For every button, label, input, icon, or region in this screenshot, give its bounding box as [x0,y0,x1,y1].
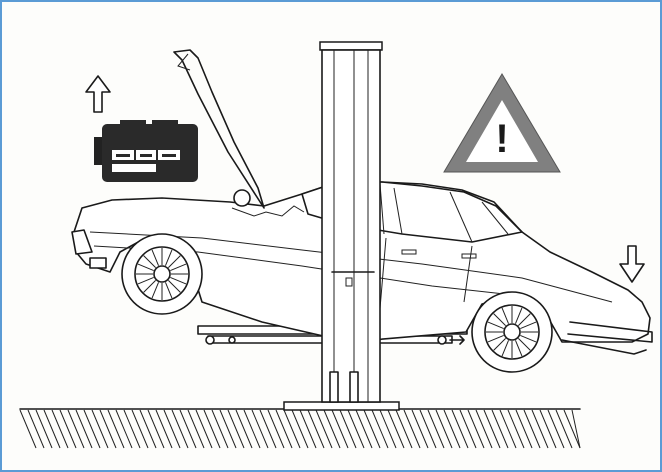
front-wheel [122,234,202,314]
down-arrow-icon [620,246,644,282]
up-arrow-icon [86,76,110,112]
rear-wheel [472,292,552,372]
warning-symbol: ! [495,117,508,161]
ground [20,409,580,448]
warning-triangle-icon: ! [444,74,560,172]
car-battery-icon [94,120,198,182]
lift-base-plate [284,402,399,410]
lift-post [320,42,382,402]
